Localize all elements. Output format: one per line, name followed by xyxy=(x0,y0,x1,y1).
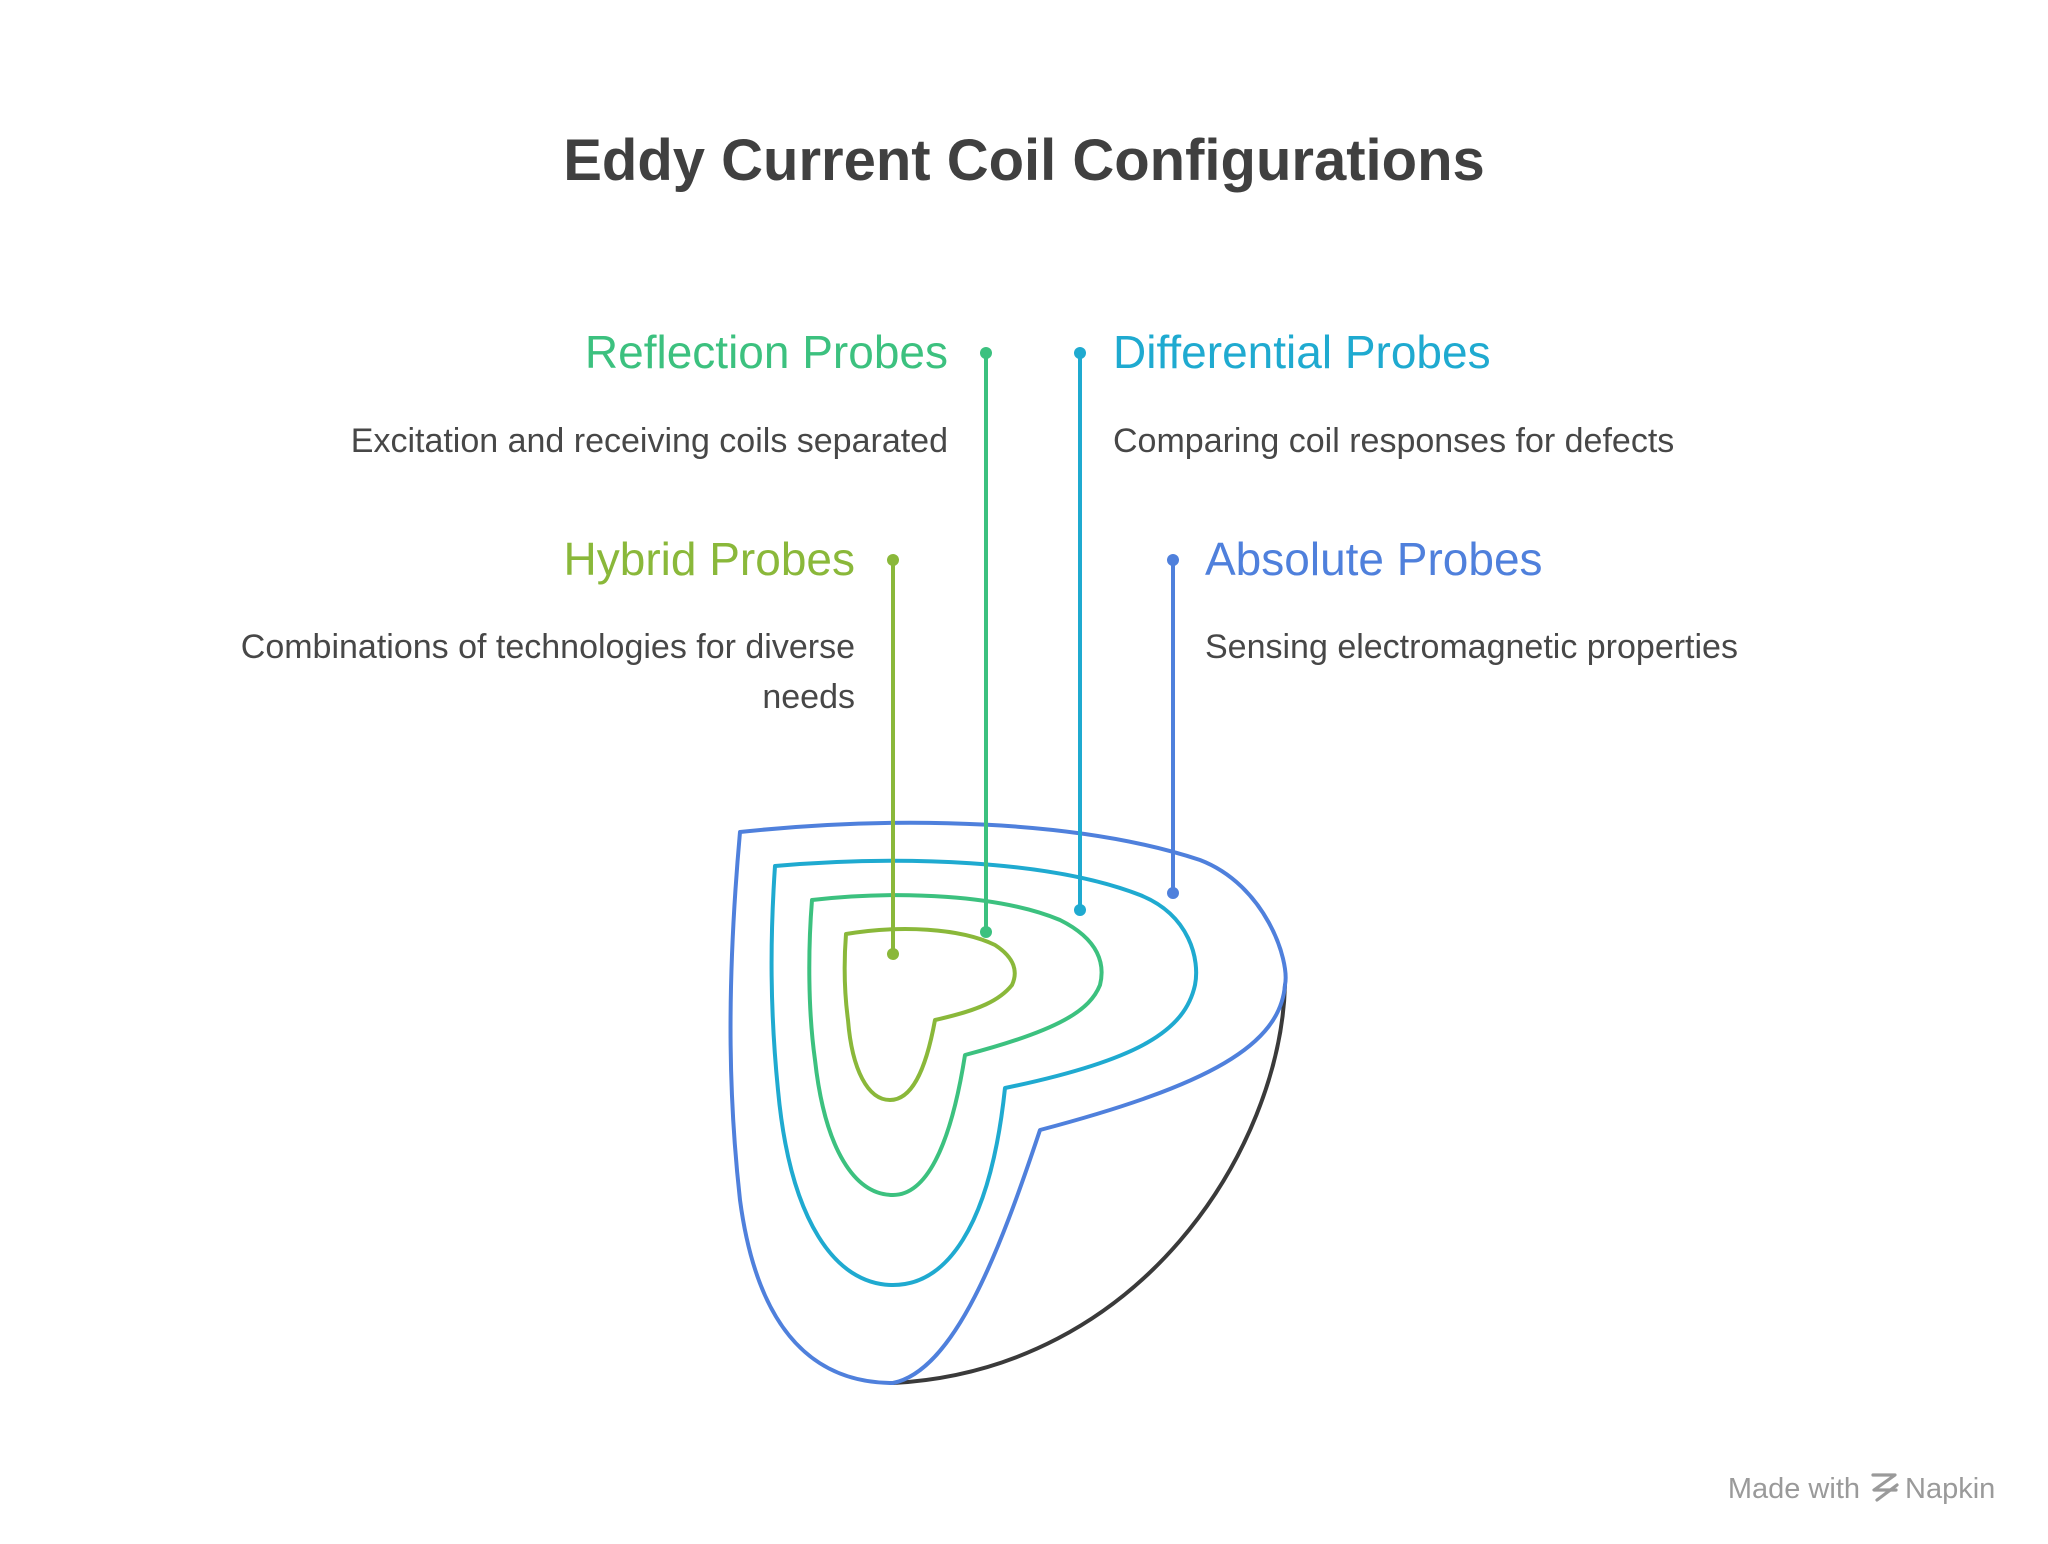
label-hybrid: Hybrid Probes Combinations of technologi… xyxy=(241,533,855,716)
footer-made-with: Made with xyxy=(1728,1473,1860,1505)
description-hybrid-line-2: needs xyxy=(762,678,855,716)
label-absolute: Absolute Probes Sensing electromagnetic … xyxy=(1205,533,1738,666)
leader-dot-reflection-top xyxy=(980,347,992,359)
page-title: Eddy Current Coil Configurations xyxy=(563,128,1485,193)
description-reflection: Excitation and receiving coils separated xyxy=(351,422,948,460)
description-differential: Comparing coil responses for defects xyxy=(1113,422,1674,460)
shell-hybrid xyxy=(842,927,1017,1102)
leader-dot-absolute-top xyxy=(1167,554,1179,566)
description-hybrid-line-1: Combinations of technologies for diverse xyxy=(241,628,855,666)
nested-shell-graphic xyxy=(728,820,1288,1385)
leader-dot-absolute-bottom xyxy=(1167,887,1179,899)
leader-dot-differential-top xyxy=(1074,347,1086,359)
shell-outer-outline xyxy=(891,983,1287,1385)
footer-watermark: Made with Napkin xyxy=(1728,1473,1995,1505)
leader-dot-hybrid-bottom xyxy=(887,948,899,960)
shell-reflection xyxy=(807,893,1104,1197)
label-differential: Differential Probes Comparing coil respo… xyxy=(1113,326,1674,460)
heading-absolute: Absolute Probes xyxy=(1205,533,1543,585)
leader-dots xyxy=(887,347,1179,960)
leader-dot-differential-bottom xyxy=(1074,904,1086,916)
shell-differential xyxy=(769,858,1199,1287)
leader-dot-hybrid-top xyxy=(887,554,899,566)
leader-lines xyxy=(891,351,1175,956)
description-absolute: Sensing electromagnetic properties xyxy=(1205,628,1738,666)
shell-absolute xyxy=(728,820,1288,1385)
heading-differential: Differential Probes xyxy=(1113,326,1491,378)
leader-dot-reflection-bottom xyxy=(980,926,992,938)
napkin-logo-icon xyxy=(1871,1473,1899,1502)
footer-brand: Napkin xyxy=(1905,1473,1995,1505)
heading-hybrid: Hybrid Probes xyxy=(564,533,855,585)
heading-reflection: Reflection Probes xyxy=(585,326,948,378)
label-reflection: Reflection Probes Excitation and receivi… xyxy=(351,326,948,460)
